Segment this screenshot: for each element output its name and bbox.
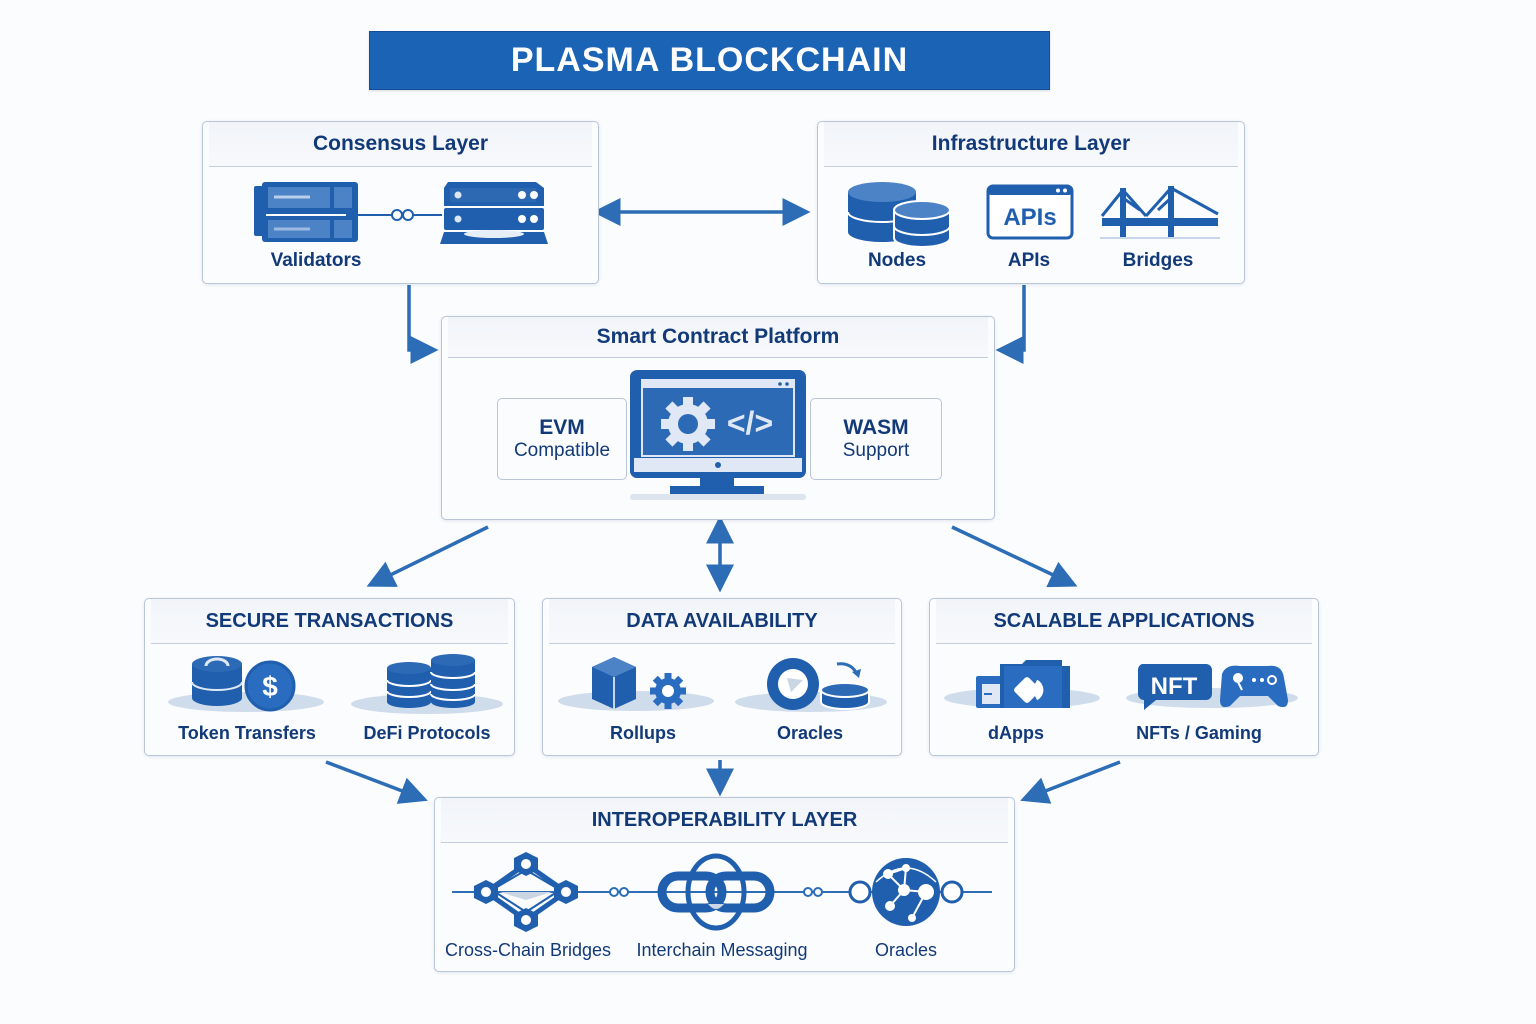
diagram-title: PLASMA BLOCKCHAIN — [369, 31, 1050, 90]
rollups-label: Rollups — [610, 723, 676, 743]
arrow-platform-to-scalable — [951, 525, 1078, 588]
network-nodes-icon — [474, 852, 578, 932]
secure-transactions-box: SECURE TRANSACTIONS — [144, 598, 515, 756]
oracles-interop-label: Oracles — [874, 940, 938, 960]
wasm-sublabel: Support — [842, 440, 910, 461]
api-window-icon: APIs — [986, 184, 1074, 240]
scalable-applications-title: SCALABLE APPLICATIONS — [936, 599, 1312, 644]
cube-gear-icon — [558, 657, 714, 711]
consensus-layer-title: Consensus Layer — [209, 122, 592, 167]
oracle-disk-icon — [735, 658, 887, 712]
arrow-secure-to-interop — [325, 760, 428, 804]
defi-protocols-label: DeFi Protocols — [363, 723, 491, 743]
data-availability-box: DATA AVAILABILITY — [542, 598, 902, 756]
token-coin-icon: $ — [168, 656, 324, 712]
nft-icon-text: NFT — [1151, 673, 1198, 700]
wasm-label: WASM — [843, 416, 909, 439]
evm-label: EVM — [539, 416, 585, 439]
chain-link-icon — [657, 853, 775, 931]
bridges-label: Bridges — [1122, 250, 1194, 271]
api-icon-text: APIs — [1003, 204, 1056, 231]
code-tag-text: </> — [727, 405, 773, 441]
smart-contract-platform-title: Smart Contract Platform — [448, 317, 988, 358]
dapp-folder-icon — [944, 660, 1100, 708]
arrow-infrastructure-to-platform — [995, 285, 1026, 364]
validators-label: Validators — [270, 250, 362, 271]
token-transfers-label: Token Transfers — [178, 723, 316, 743]
apis-label: APIs — [1007, 250, 1051, 271]
wasm-support-card: WASM Support — [810, 398, 942, 480]
nfts-gaming-label: NFTs / Gaming — [1136, 723, 1262, 743]
database-icon — [847, 182, 951, 248]
evm-sublabel: Compatible — [513, 440, 611, 461]
interchain-messaging-label: Interchain Messaging — [636, 940, 808, 960]
server-rack-icon — [254, 182, 548, 244]
interoperability-layer-box: INTEROPERABILITY LAYER — [434, 797, 1015, 972]
bridge-icon — [1100, 186, 1220, 239]
infrastructure-layer-title: Infrastructure Layer — [824, 122, 1238, 167]
coin-stacks-icon — [351, 654, 503, 714]
nodes-label: Nodes — [867, 250, 927, 271]
arrow-platform-to-secure — [366, 525, 489, 587]
dapps-label: dApps — [988, 723, 1044, 743]
data-availability-title: DATA AVAILABILITY — [549, 599, 895, 644]
arrow-consensus-to-platform — [407, 285, 439, 364]
evm-compatible-card: EVM Compatible — [497, 398, 627, 480]
oracles-label: Oracles — [776, 723, 844, 743]
arrow-scalable-to-interop — [1020, 760, 1121, 804]
nft-gamepad-icon: NFT — [1126, 664, 1298, 710]
dollar-icon-text: $ — [262, 671, 278, 702]
interoperability-layer-title: INTEROPERABILITY LAYER — [441, 798, 1008, 843]
globe-network-icon — [848, 858, 964, 926]
secure-transactions-title: SECURE TRANSACTIONS — [151, 599, 508, 644]
cross-chain-bridges-label: Cross-Chain Bridges — [444, 940, 612, 960]
monitor-code-icon: </> — [630, 370, 806, 500]
